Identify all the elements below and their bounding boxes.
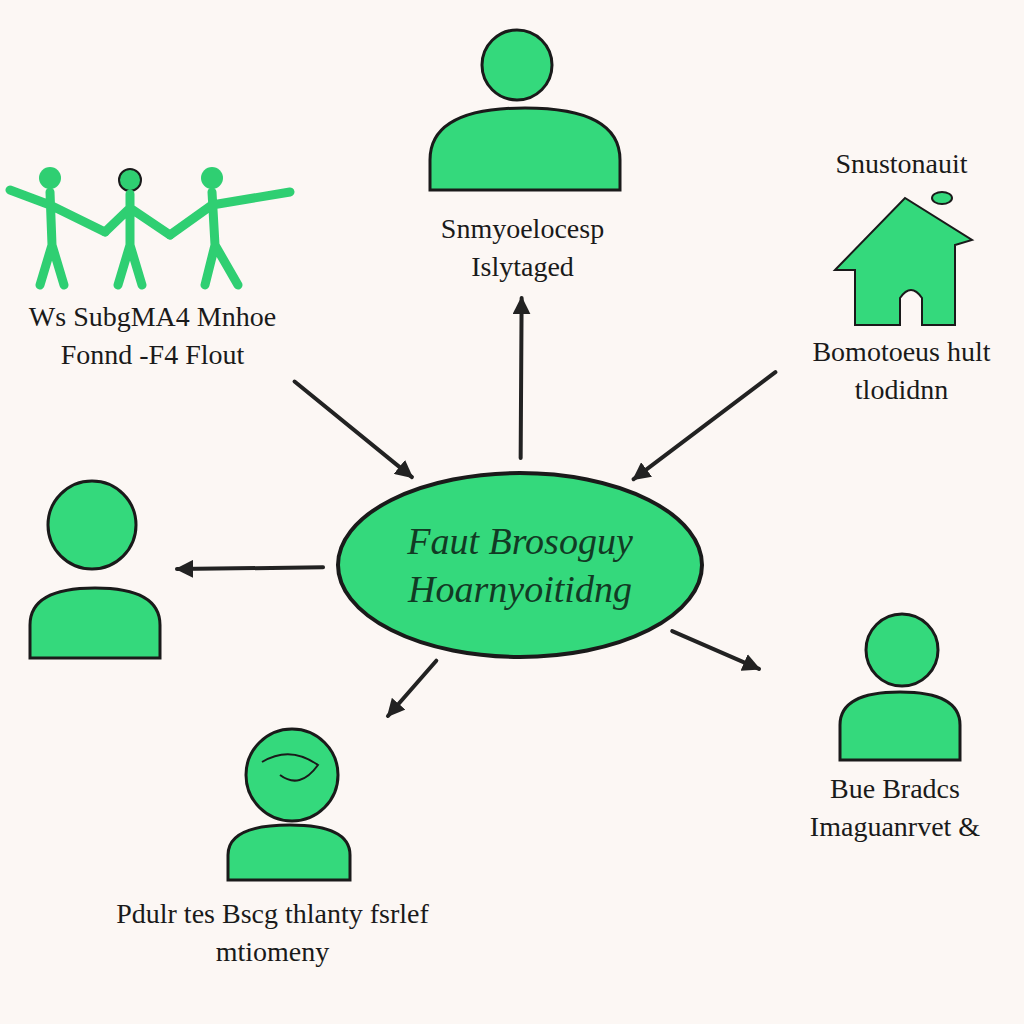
leaf [932, 192, 952, 204]
connector-arrow [519, 298, 524, 458]
house-shape [835, 198, 972, 325]
node-label: Bue Bradcs Imaguanrvet & [770, 770, 1020, 846]
figure-body [170, 192, 290, 285]
ellipse-outline [335, 470, 705, 660]
connector-arrow [672, 631, 759, 669]
person-node: Snmyoelocesp Islytaged [420, 25, 625, 286]
house-icon [835, 192, 972, 325]
connector-arrow [295, 382, 412, 478]
node-label: Snmyoelocesp Islytaged [420, 210, 625, 286]
person-icons [30, 30, 960, 880]
person-head [48, 481, 136, 569]
connector-arrow [177, 567, 323, 569]
central-ellipse: Faut Brosoguy Hoarnyoitidng [335, 470, 705, 660]
person-node [25, 475, 165, 665]
person-head [246, 729, 338, 821]
group-figures [10, 167, 290, 285]
node-label: Pdulr tes Bscg thlanty fsrlef mtiomeny [115, 895, 430, 971]
central-title: Faut Brosoguy Hoarnyoitidng [369, 517, 671, 613]
figure-body [10, 190, 105, 285]
hair-curl [262, 754, 318, 780]
node-label: Ws SubgMA4 Mnhoe Fonnd -F4 Flout [5, 298, 300, 374]
ellipse-shape [338, 473, 702, 657]
figure-head [201, 167, 223, 189]
figure-head [39, 167, 61, 189]
person-body [840, 692, 960, 760]
person-body [430, 108, 620, 190]
figure-head [119, 169, 141, 191]
connector-arrow [388, 661, 436, 716]
place-node: SnustonauitBomotoeus hult tlodidnn [785, 145, 1018, 409]
person-node: Bue Bradcs Imaguanrvet & [770, 610, 1020, 846]
node-label: Snustonauit [785, 145, 1018, 183]
connector-arrow [634, 372, 776, 479]
person-body [30, 588, 160, 658]
group-node: Ws SubgMA4 Mnhoe Fonnd -F4 Flout [5, 158, 300, 374]
person-node: Pdulr tes Bscg thlanty fsrlef mtiomeny [115, 725, 430, 971]
person-head [866, 614, 938, 686]
node-label: Bomotoeus hult tlodidnn [785, 333, 1018, 409]
person-body [228, 825, 350, 880]
person-head [482, 30, 552, 100]
figure-body [105, 194, 170, 285]
